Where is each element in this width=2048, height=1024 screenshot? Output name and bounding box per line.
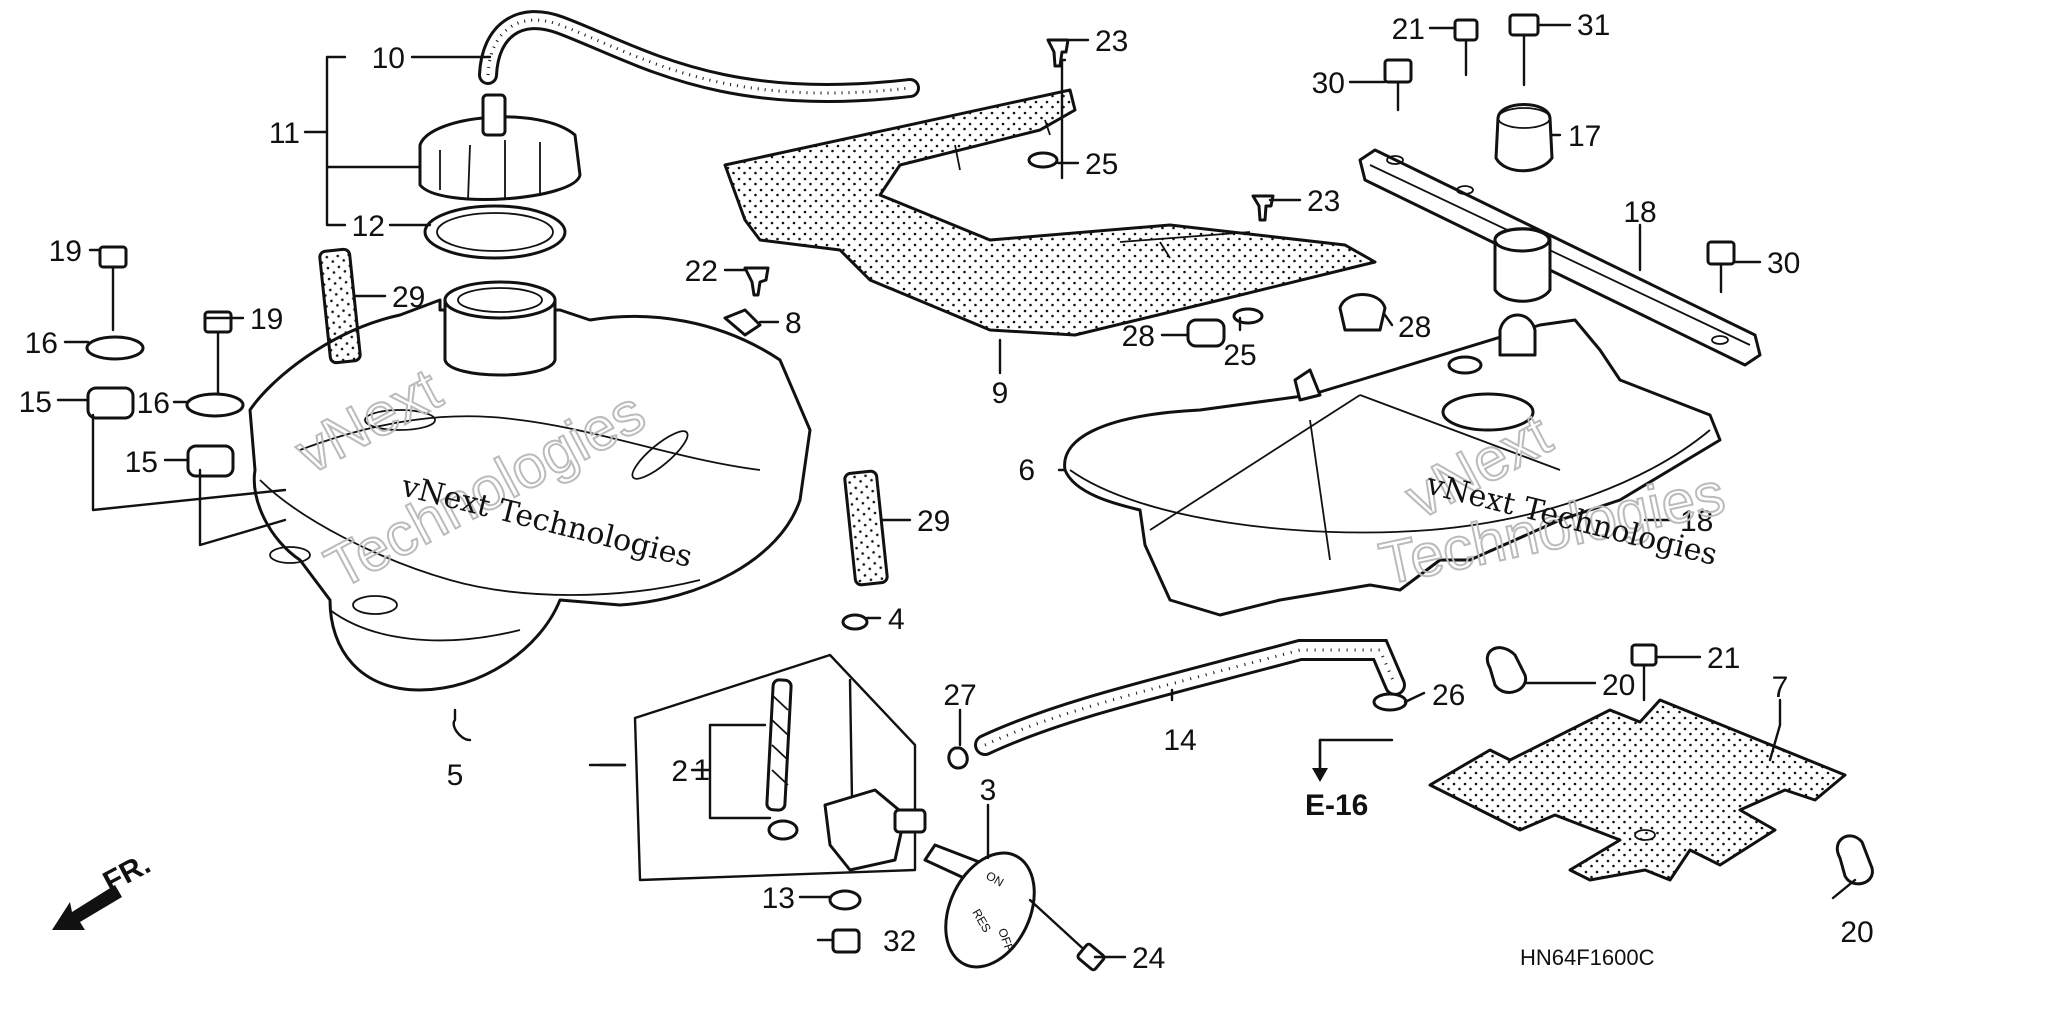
callout-16-left: 16 bbox=[25, 327, 58, 360]
callout-21-lower: 21 bbox=[1707, 642, 1740, 675]
callout-13: 13 bbox=[762, 882, 795, 915]
callout-20-lower: 20 bbox=[1840, 916, 1873, 949]
front-arrow-icon bbox=[52, 885, 122, 930]
fuel-hose-14 bbox=[974, 639, 1406, 756]
grommet-25-lower bbox=[1232, 307, 1264, 325]
rubber-15-left bbox=[86, 386, 135, 420]
screw-24 bbox=[1028, 898, 1106, 972]
grommet-8 bbox=[723, 308, 762, 337]
callout-31: 31 bbox=[1577, 9, 1610, 42]
cap-gasket bbox=[423, 204, 567, 260]
fuel-strainer bbox=[765, 678, 799, 841]
band-20-lower bbox=[1836, 834, 1874, 886]
callout-1: 1 bbox=[693, 754, 710, 787]
callout-3: 3 bbox=[980, 774, 997, 807]
callout-18-upper: 18 bbox=[1623, 196, 1656, 229]
callout-24: 24 bbox=[1132, 942, 1165, 975]
callout-15-left: 15 bbox=[19, 386, 52, 419]
callout-22: 22 bbox=[685, 255, 718, 288]
bracket-18 bbox=[1358, 148, 1762, 367]
callout-28-left: 28 bbox=[1122, 320, 1155, 353]
fuel-valve bbox=[823, 678, 927, 872]
callout-6: 6 bbox=[1018, 454, 1035, 487]
callout-15-right: 15 bbox=[125, 446, 158, 479]
callout-12: 12 bbox=[352, 210, 385, 243]
callout-4: 4 bbox=[888, 603, 905, 636]
reference-e16: E-16 bbox=[1305, 789, 1368, 822]
callout-19-right: 19 bbox=[250, 303, 283, 336]
bolt-31 bbox=[1508, 13, 1540, 87]
callout-27: 27 bbox=[943, 679, 976, 712]
rubber-15-right bbox=[186, 444, 235, 478]
callout-14: 14 bbox=[1163, 724, 1196, 757]
under-cover-6 bbox=[1063, 313, 1722, 617]
valve-lever: ON RES OFF bbox=[923, 843, 1036, 969]
callout-17: 17 bbox=[1568, 120, 1601, 153]
callout-10: 10 bbox=[372, 42, 405, 75]
washer-16-left bbox=[85, 335, 145, 361]
callout-16-right: 16 bbox=[137, 387, 170, 420]
callout-7: 7 bbox=[1772, 671, 1789, 704]
callout-25-lower: 25 bbox=[1223, 339, 1256, 372]
callout-29-upper: 29 bbox=[392, 281, 425, 314]
clip-4 bbox=[841, 613, 869, 631]
screw-23-lower bbox=[1251, 194, 1275, 222]
fuel-tank bbox=[248, 280, 812, 692]
callout-32: 32 bbox=[883, 925, 916, 958]
cap-28-left bbox=[1186, 318, 1226, 348]
clip-26 bbox=[1372, 692, 1408, 712]
callout-18-lower: 18 bbox=[1680, 505, 1713, 538]
callout-29-lower: 29 bbox=[917, 505, 950, 538]
bolt-19-left bbox=[98, 245, 128, 332]
callout-30-upper: 30 bbox=[1312, 67, 1345, 100]
cap-28-right bbox=[1338, 293, 1387, 332]
bolt-30-lower bbox=[1706, 240, 1736, 294]
collar-17 bbox=[1494, 103, 1554, 173]
screw-23-upper bbox=[1046, 38, 1070, 68]
fuel-cap bbox=[418, 93, 582, 201]
strap-29-lower bbox=[843, 469, 889, 587]
callout-26: 26 bbox=[1432, 679, 1465, 712]
screw-22 bbox=[743, 266, 770, 297]
callout-21-upper: 21 bbox=[1392, 13, 1425, 46]
bolt-30-upper bbox=[1383, 58, 1413, 112]
callout-11: 11 bbox=[269, 117, 300, 150]
callout-25-upper: 25 bbox=[1085, 148, 1118, 181]
callout-8: 8 bbox=[785, 307, 802, 340]
bolt-19-right bbox=[203, 310, 233, 402]
callout-9: 9 bbox=[992, 377, 1009, 410]
strap-29-upper bbox=[318, 247, 362, 365]
bolt-32 bbox=[831, 928, 861, 954]
packing-13 bbox=[828, 889, 862, 911]
mud-guard-9 bbox=[723, 88, 1377, 337]
rivet-21-lower bbox=[1630, 643, 1658, 702]
callout-30-lower: 30 bbox=[1767, 247, 1800, 280]
callout-19-left: 19 bbox=[49, 235, 82, 268]
callout-23-lower: 23 bbox=[1307, 185, 1340, 218]
rivet-21-upper bbox=[1453, 18, 1479, 77]
drawing-code: HN64F1600C bbox=[1520, 945, 1655, 970]
clamp-27 bbox=[947, 746, 969, 770]
callout-2: 2 bbox=[671, 755, 688, 788]
callout-5: 5 bbox=[447, 759, 464, 792]
plate-7 bbox=[1428, 698, 1847, 882]
grommet-25-upper bbox=[1027, 151, 1059, 169]
callout-20-upper: 20 bbox=[1602, 669, 1635, 702]
washer-16-right bbox=[185, 392, 245, 418]
band-20-upper bbox=[1485, 646, 1528, 694]
callout-23-upper: 23 bbox=[1095, 25, 1128, 58]
callout-28-right: 28 bbox=[1398, 311, 1431, 344]
